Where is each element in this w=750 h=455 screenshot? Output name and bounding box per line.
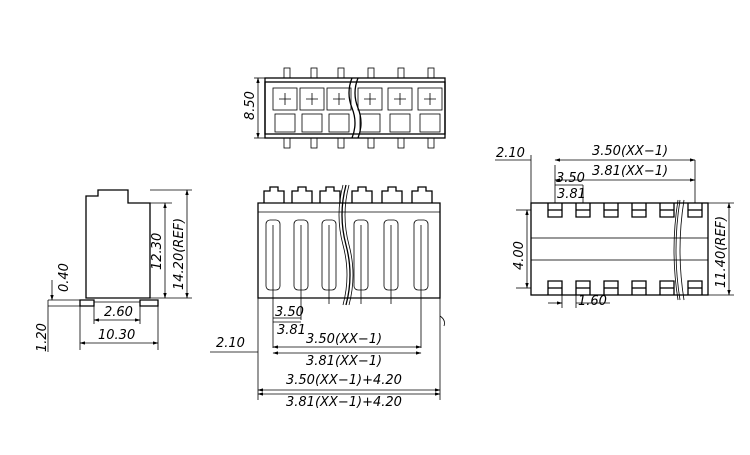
side-t1-label: 0.40 — [57, 263, 72, 292]
fp-pitch-b: 3.81 — [557, 187, 586, 202]
fp-pitch-a: 3.50 — [556, 171, 585, 186]
side-w2-label: 10.30 — [98, 328, 135, 343]
side-t2-label: 1.20 — [35, 323, 50, 352]
front-pitch-b: 3.81 — [277, 323, 306, 338]
top-view: 8.50 — [243, 67, 446, 149]
front-span-a: 3.50(XX−1) — [306, 332, 382, 347]
front-view: 3.50 3.81 3.50(XX−1) 2.10 3.81(XX−1) 3.5… — [210, 184, 445, 410]
front-total-b: 3.81(XX−1)+4.20 — [286, 395, 402, 410]
fp-row: 4.00 — [512, 241, 527, 270]
front-pitch-a: 3.50 — [275, 305, 304, 320]
front-span-b: 3.81(XX−1) — [306, 354, 382, 369]
side-w1-label: 2.60 — [104, 305, 133, 320]
fp-pad: 1.60 — [578, 294, 607, 309]
front-off: 2.10 — [216, 336, 245, 351]
top-width-label: 8.50 — [243, 91, 258, 120]
side-h2-label: 14.20(REF) — [172, 218, 187, 290]
fp-span-b: 3.81(XX−1) — [592, 164, 668, 179]
fp-off: 2.10 — [496, 146, 525, 161]
fp-height: 11.40(REF) — [714, 216, 729, 288]
fp-span-a: 3.50(XX−1) — [592, 144, 668, 159]
footprint-view: 2.10 3.50(XX−1) 3.81(XX−1) 3.50 3.81 4.0… — [495, 144, 734, 309]
side-view: 12.30 14.20(REF) 0.40 1.20 2.60 10.30 — [35, 189, 192, 352]
side-h1-label: 12.30 — [150, 233, 165, 270]
front-total-a: 3.50(XX−1)+4.20 — [286, 373, 402, 388]
